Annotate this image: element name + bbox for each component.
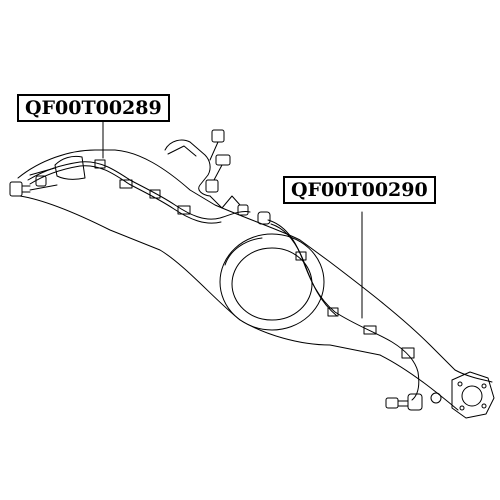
differential-housing bbox=[219, 233, 325, 331]
part-number-label-a[interactable]: QF00T00289 bbox=[17, 94, 170, 122]
right-hub-bore bbox=[461, 385, 483, 407]
connector-bracket bbox=[164, 139, 211, 197]
cable-clip bbox=[401, 347, 415, 359]
o-ring bbox=[430, 392, 442, 404]
abs-sensor-cable-right bbox=[267, 219, 420, 401]
bracket-to-cable bbox=[209, 195, 241, 209]
cable-clip bbox=[177, 205, 191, 215]
cable-clip bbox=[119, 179, 133, 189]
right-hub-flange bbox=[451, 371, 495, 419]
connector-plug bbox=[211, 129, 225, 143]
part-number-label-b[interactable]: QF00T00290 bbox=[283, 176, 436, 204]
cable-clip bbox=[295, 251, 307, 261]
right-sensor-bolt bbox=[385, 397, 399, 409]
left-sensor-plug bbox=[9, 181, 23, 197]
cable-clip bbox=[363, 325, 377, 335]
left-axle-end bbox=[54, 155, 86, 180]
differential-cover bbox=[231, 247, 313, 321]
right-sensor-head bbox=[407, 393, 423, 411]
housing-rib bbox=[224, 237, 263, 266]
abs-sensor-cable-left bbox=[27, 161, 251, 220]
cable-clip bbox=[149, 189, 161, 199]
cable-clip bbox=[94, 159, 106, 169]
cable-clip bbox=[327, 307, 339, 317]
